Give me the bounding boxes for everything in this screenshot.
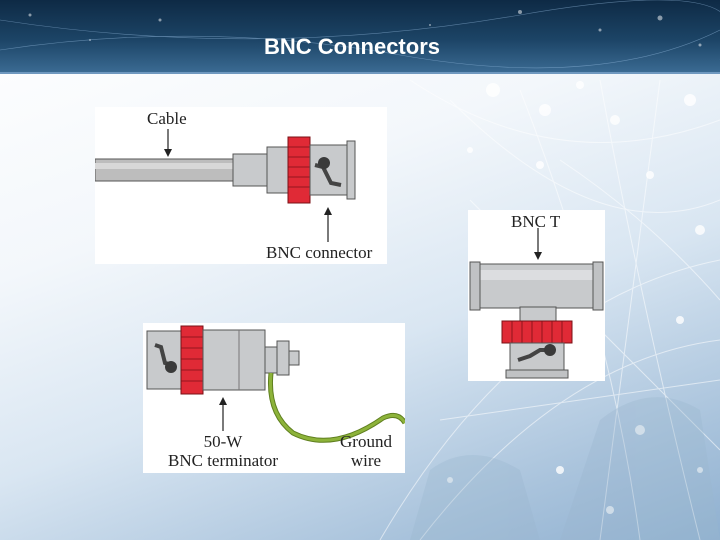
cable-connector-figure: Cable BNC connector — [95, 107, 387, 264]
cable-label: Cable — [147, 109, 187, 128]
ground-wire-label-line2: wire — [350, 451, 382, 470]
ground-wire-label-line1: Ground — [340, 432, 392, 451]
bnc-terminator-drawing — [146, 325, 405, 443]
slide-title: BNC Connectors — [263, 34, 440, 59]
bnc-tee-figure: BNC T — [468, 210, 605, 381]
bnc-terminator-figure: 50-W BNC terminator Ground wire — [143, 323, 405, 473]
title-bar: BNC Connectors — [0, 0, 720, 74]
bnc-connector-label: BNC connector — [266, 243, 373, 262]
terminator-label-line1: 50-W — [203, 432, 243, 451]
terminator-label-line2: BNC terminator — [167, 451, 278, 470]
bnc-tee-label: BNC T — [511, 212, 561, 231]
cable-connector-drawing — [95, 129, 356, 242]
bnc-tee-drawing — [469, 228, 604, 379]
title-bar-decoration — [0, 0, 720, 69]
